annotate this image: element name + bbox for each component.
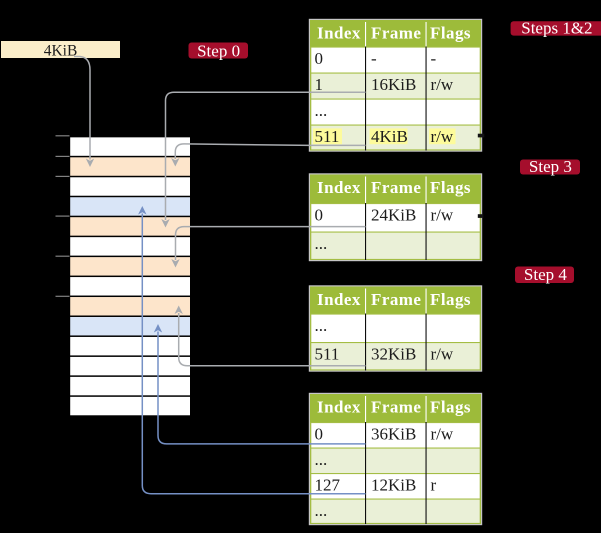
svg-text:Index: Index: [317, 398, 361, 417]
svg-text:Index: Index: [317, 178, 361, 197]
svg-text:4KiB: 4KiB: [371, 127, 408, 146]
svg-text:127: 127: [315, 476, 341, 495]
svg-text:12KiB: 12KiB: [371, 476, 416, 495]
svg-text:Index: Index: [317, 290, 361, 309]
svg-text:511: 511: [315, 345, 340, 364]
svg-text:r/w: r/w: [431, 127, 454, 146]
svg-text:0: 0: [315, 49, 324, 68]
svg-text:...: ...: [315, 501, 328, 520]
svg-text:...: ...: [315, 450, 328, 469]
svg-text:r/w: r/w: [431, 345, 454, 364]
svg-text:Frame: Frame: [371, 178, 421, 197]
svg-text:0: 0: [315, 206, 324, 225]
svg-text:Step 3: Step 3: [529, 157, 572, 176]
svg-text:32KiB: 32KiB: [371, 345, 416, 364]
svg-text:r/w: r/w: [431, 75, 454, 94]
svg-text:Flags: Flags: [430, 290, 471, 309]
svg-text:Index: Index: [317, 24, 361, 43]
svg-text:Frame: Frame: [371, 24, 421, 43]
svg-text:Steps 1&2: Steps 1&2: [521, 18, 592, 37]
svg-text:Step 4: Step 4: [524, 265, 567, 284]
svg-text:16KiB: 16KiB: [371, 75, 416, 94]
svg-text:...: ...: [315, 316, 328, 335]
svg-text:r/w: r/w: [431, 206, 454, 225]
svg-text:Step 0: Step 0: [197, 41, 240, 60]
svg-text:0: 0: [315, 425, 324, 444]
svg-text:Frame: Frame: [371, 290, 421, 309]
svg-text:24KiB: 24KiB: [371, 206, 416, 225]
svg-text:Flags: Flags: [430, 178, 471, 197]
svg-text:Flags: Flags: [430, 24, 471, 43]
svg-text:Frame: Frame: [371, 398, 421, 417]
svg-text:Flags: Flags: [430, 398, 471, 417]
svg-text:1: 1: [315, 75, 324, 94]
svg-text:...: ...: [315, 234, 328, 253]
svg-text:511: 511: [315, 127, 340, 146]
svg-text:36KiB: 36KiB: [371, 425, 416, 444]
svg-text:4KiB: 4KiB: [44, 43, 78, 60]
svg-text:-: -: [431, 49, 437, 68]
svg-text:...: ...: [315, 101, 328, 120]
svg-text:-: -: [371, 49, 377, 68]
svg-text:r/w: r/w: [431, 425, 454, 444]
svg-text:r: r: [431, 476, 437, 495]
